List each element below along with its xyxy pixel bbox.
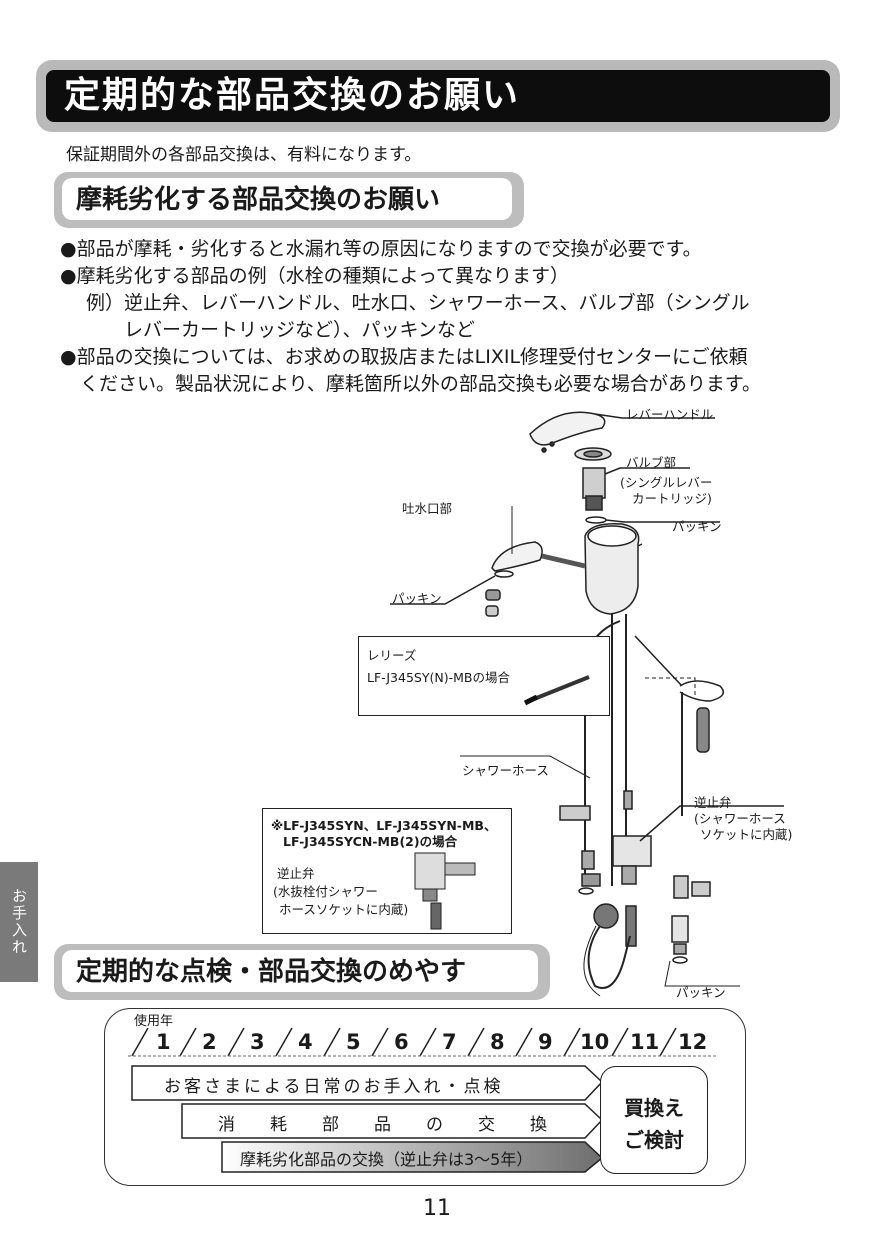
label-check-valve: 逆止弁 <box>694 795 732 810</box>
row2-char: 耗 <box>270 1115 287 1135</box>
row2-char: の <box>426 1115 443 1135</box>
schedule-row-wear: 摩耗劣化部品の交換（逆止弁は3〜5年） <box>240 1150 533 1169</box>
side-tab: お手入れ <box>0 862 38 982</box>
label-spout: 吐水口部 <box>402 501 453 516</box>
replace-line: ご検討 <box>624 1128 684 1152</box>
year-label: 12 <box>678 1030 708 1054</box>
label-valve-note: (シングルレバー <box>620 475 713 490</box>
models-line: LF-J345SYCN-MB(2)の場合 <box>283 834 458 849</box>
replace-line: 買換え <box>624 1096 684 1120</box>
label-check-valve-note: ソケットに内蔵) <box>700 827 793 842</box>
title-bar <box>46 70 830 122</box>
row2-char: 部 <box>322 1115 339 1135</box>
page-number: 11 <box>423 1196 451 1221</box>
label-shower-hose: シャワーホース <box>462 763 549 778</box>
label-packing: パッキン <box>392 591 442 606</box>
row2-char: 交 <box>478 1115 495 1135</box>
year-label: 7 <box>442 1030 457 1054</box>
section1-heading: 摩耗劣化する部品交換のお願い <box>76 185 441 215</box>
bullet-line: ●部品の交換については、お求めの取扱店またはLIXIL修理受付センターにご依頼 <box>60 346 748 368</box>
models-check-valve: 逆止弁 <box>277 866 315 881</box>
row2-char: 換 <box>530 1115 547 1135</box>
year-label: 3 <box>250 1030 265 1054</box>
faucet-diagram <box>390 411 784 997</box>
row2-char: 消 <box>218 1115 235 1135</box>
section1-inner <box>62 178 512 220</box>
label-valve-note: カートリッジ) <box>632 491 712 506</box>
schedule-arrows <box>131 1065 604 1173</box>
bullet-line: ●摩耗劣化する部品の例（水栓の種類によって異なります） <box>60 265 570 287</box>
release-title: レリーズ <box>367 648 417 663</box>
models-box: ※LF-J345SYN、LF-J345SYN-MB、 LF-J345SYCN-M… <box>262 808 512 934</box>
year-dividers <box>128 1027 716 1057</box>
bullet-line: ください。製品状況により、摩耗箇所以外の部品交換も必要な場合があります。 <box>80 373 761 395</box>
label-lever-handle: レバーハンドル <box>626 407 714 422</box>
year-label: 10 <box>580 1030 610 1054</box>
page-title: 定期的な部品交換のお願い <box>64 75 521 116</box>
release-part-icon <box>523 675 590 706</box>
year-label: 2 <box>202 1030 217 1054</box>
label-check-valve-note: (シャワーホース <box>694 811 786 826</box>
models-note: ホースソケットに内蔵) <box>279 902 409 917</box>
section2-heading: 定期的な点検・部品交換のめやす <box>76 957 467 987</box>
bullet-line: ●部品が摩耗・劣化すると水漏れ等の原因になりますので交換が必要です。 <box>60 238 702 260</box>
schedule-row-daily: お客さまによる日常のお手入れ・点検 <box>164 1077 504 1097</box>
year-label: 9 <box>538 1030 553 1054</box>
schedule-label: 使用年 <box>134 1014 174 1029</box>
models-line: ※LF-J345SYN、LF-J345SYN-MB、 <box>271 818 497 833</box>
label-valve: バルブ部 <box>626 455 677 470</box>
year-label: 1 <box>156 1030 171 1054</box>
section2-inner <box>62 950 538 992</box>
bullet-line: レバーカートリッジなど）、パッキンなど <box>124 319 475 341</box>
bullet-line: 例）逆止弁、レバーハンドル、吐水口、シャワーホース、バルブ部（シングル <box>86 292 750 314</box>
year-label: 4 <box>298 1030 313 1054</box>
release-box: レリーズ LF-J345SY(N)-MBの場合 <box>358 636 610 716</box>
intro-text: 保証期間外の各部品交換は、有料になります。 <box>66 145 422 165</box>
replace-box <box>600 1066 708 1174</box>
release-model: LF-J345SY(N)-MBの場合 <box>367 670 510 685</box>
socket-valve-icon <box>414 852 476 930</box>
row2-char: 品 <box>374 1115 391 1135</box>
label-packing: パッキン <box>672 519 722 534</box>
models-note: (水抜栓付シャワー <box>273 884 378 899</box>
year-label: 6 <box>394 1030 409 1054</box>
year-label: 5 <box>346 1030 361 1054</box>
schedule-box <box>104 1008 746 1186</box>
year-label: 11 <box>630 1030 660 1054</box>
year-label: 8 <box>490 1030 505 1054</box>
label-packing: パッキン <box>676 985 726 1000</box>
